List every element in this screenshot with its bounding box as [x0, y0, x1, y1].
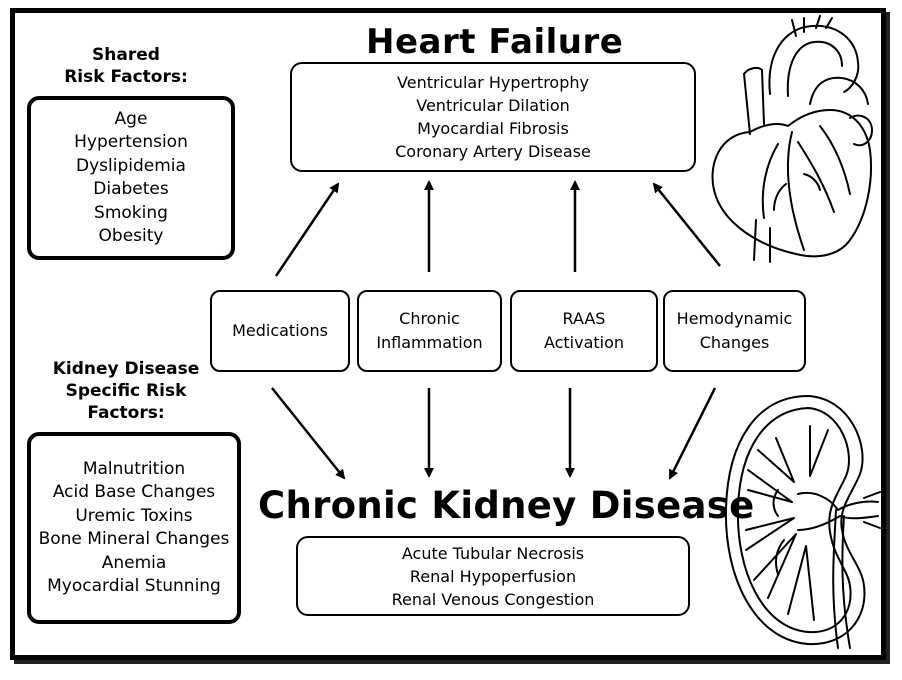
- shared-risk-heading-line1: Shared: [92, 45, 160, 65]
- ckd-item: Acute Tubular Necrosis: [401, 543, 585, 563]
- ckd-title: Chronic Kidney Disease: [258, 484, 755, 527]
- shared-risk-box: Age Hypertension Dyslipidemia Diabetes S…: [27, 96, 235, 260]
- ckd-item: Renal Venous Congestion: [391, 589, 595, 609]
- mechanism-label: RAAS Activation: [543, 309, 625, 352]
- kidney-risk-item: Malnutrition: [82, 458, 186, 479]
- mechanism-medications: Medications: [210, 290, 350, 372]
- heart-illustration-icon: [711, 15, 873, 263]
- kidney-risk-item: Anemia: [101, 552, 167, 573]
- ckd-box: Acute Tubular Necrosis Renal Hypoperfusi…: [296, 536, 690, 616]
- shared-risk-item: Hypertension: [74, 132, 188, 152]
- heart-failure-item: Coronary Artery Disease: [395, 142, 591, 161]
- mechanism-hemodynamic-changes: Hemodynamic Changes: [663, 290, 806, 372]
- heart-failure-title: Heart Failure: [366, 22, 624, 62]
- mechanism-label: Medications: [232, 321, 328, 340]
- shared-risk-heading: Shared Risk Factors:: [46, 44, 206, 88]
- kidney-risk-item: Myocardial Stunning: [47, 576, 221, 596]
- shared-risk-item: Diabetes: [93, 179, 169, 199]
- heart-failure-box: Ventricular Hypertrophy Ventricular Dila…: [290, 62, 696, 172]
- kidney-risk-item: Acid Base Changes: [52, 482, 216, 502]
- shared-risk-item: Dyslipidemia: [76, 155, 186, 176]
- kidney-illustration-icon: [724, 395, 881, 649]
- kidney-risk-item: Bone Mineral Changes: [38, 529, 230, 549]
- mechanism-label: Hemodynamic Changes: [676, 309, 793, 352]
- shared-risk-item: Smoking: [94, 202, 168, 223]
- kidney-risk-heading-line2: Specific Risk: [65, 381, 187, 401]
- heart-failure-item: Ventricular Hypertrophy: [397, 73, 589, 92]
- heart-failure-item: Myocardial Fibrosis: [417, 119, 569, 138]
- mechanism-label: Chronic Inflammation: [376, 309, 483, 352]
- kidney-risk-box: Malnutrition Acid Base Changes Uremic To…: [27, 432, 241, 624]
- diagram-frame: [10, 8, 886, 660]
- mechanism-raas-activation: RAAS Activation: [510, 290, 658, 372]
- shared-risk-item: Obesity: [98, 226, 164, 246]
- shared-risk-item: Age: [114, 108, 148, 129]
- shared-risk-heading-line2: Risk Factors:: [64, 67, 188, 87]
- kidney-risk-item: Uremic Toxins: [75, 505, 193, 526]
- mechanism-chronic-inflammation: Chronic Inflammation: [357, 290, 502, 372]
- kidney-risk-heading: Kidney Disease Specific Risk Factors:: [34, 358, 218, 424]
- ckd-item: Renal Hypoperfusion: [409, 566, 577, 586]
- kidney-risk-heading-line3: Factors:: [87, 403, 165, 423]
- heart-failure-item: Ventricular Dilation: [416, 96, 570, 115]
- kidney-risk-heading-line1: Kidney Disease: [52, 359, 200, 379]
